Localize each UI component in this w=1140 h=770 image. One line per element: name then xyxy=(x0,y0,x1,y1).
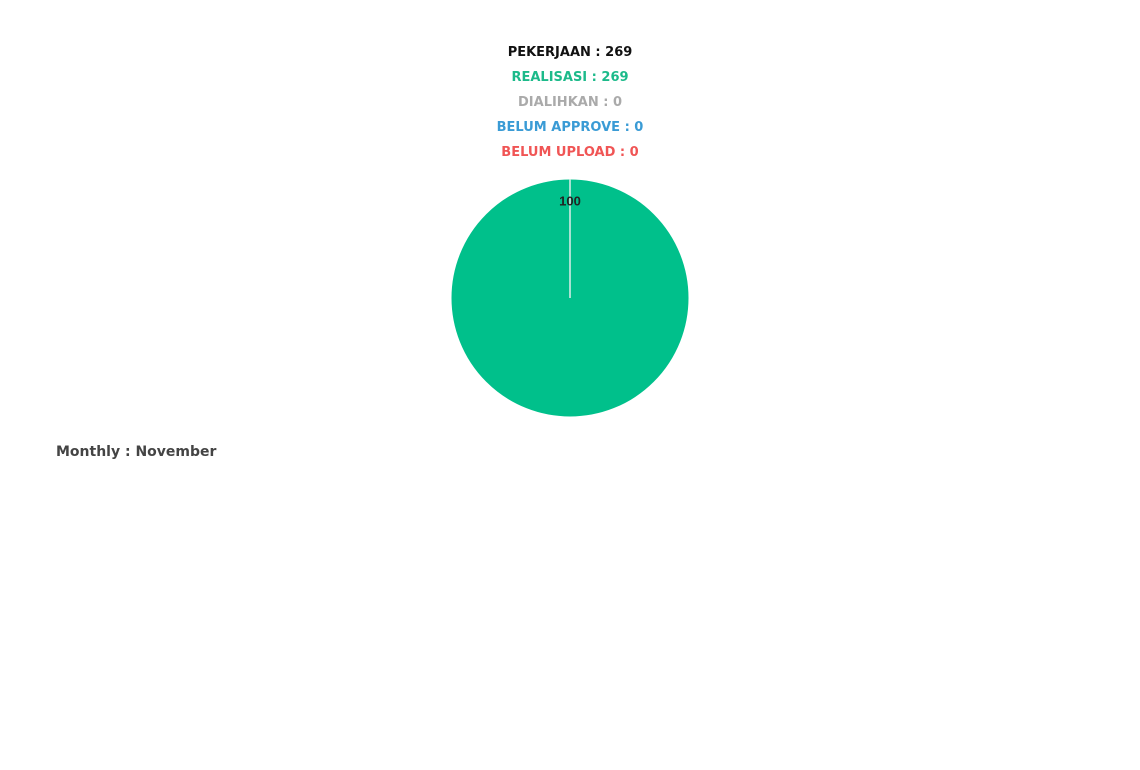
realisasi-count: REALISASI : 269 xyxy=(511,70,629,85)
pie-slice-label-0: 100 xyxy=(559,193,581,208)
dialihkan-count: DIALIHKAN : 0 xyxy=(518,95,622,110)
pekerjaan-count: PEKERJAAN : 269 xyxy=(507,45,633,60)
monthly-label: Monthly : November xyxy=(56,444,217,460)
belum-approve-count: BELUM APPROVE : 0 xyxy=(496,120,644,135)
pie-chart: 100 xyxy=(445,174,695,424)
pie-chart-svg: 100 xyxy=(450,178,690,418)
belum-upload-count: BELUM UPLOAD : 0 xyxy=(501,145,639,160)
summary-panel: PEKERJAAN : 269 REALISASI : 269 DIALIHKA… xyxy=(0,40,1140,165)
